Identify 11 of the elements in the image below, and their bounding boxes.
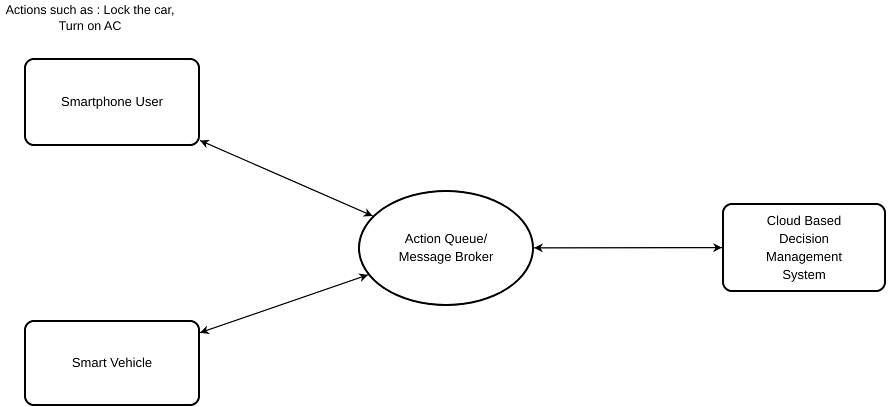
node-caption: Actions such as : Lock the car, Turn on AC: [4, 2, 176, 34]
process-box: [722, 203, 886, 292]
double-arrow: [200, 274, 368, 334]
double-arrow: [534, 243, 722, 252]
node-label: Smartphone User: [60, 93, 164, 111]
node-label: Cloud Based Decision Management System: [765, 212, 843, 284]
double-arrow: [200, 140, 373, 216]
node-label: Smart Vehicle: [70, 354, 154, 372]
process-box: [24, 58, 200, 146]
node-label: Action Queue/ Message Broker: [398, 230, 494, 266]
process-box: [24, 320, 200, 406]
